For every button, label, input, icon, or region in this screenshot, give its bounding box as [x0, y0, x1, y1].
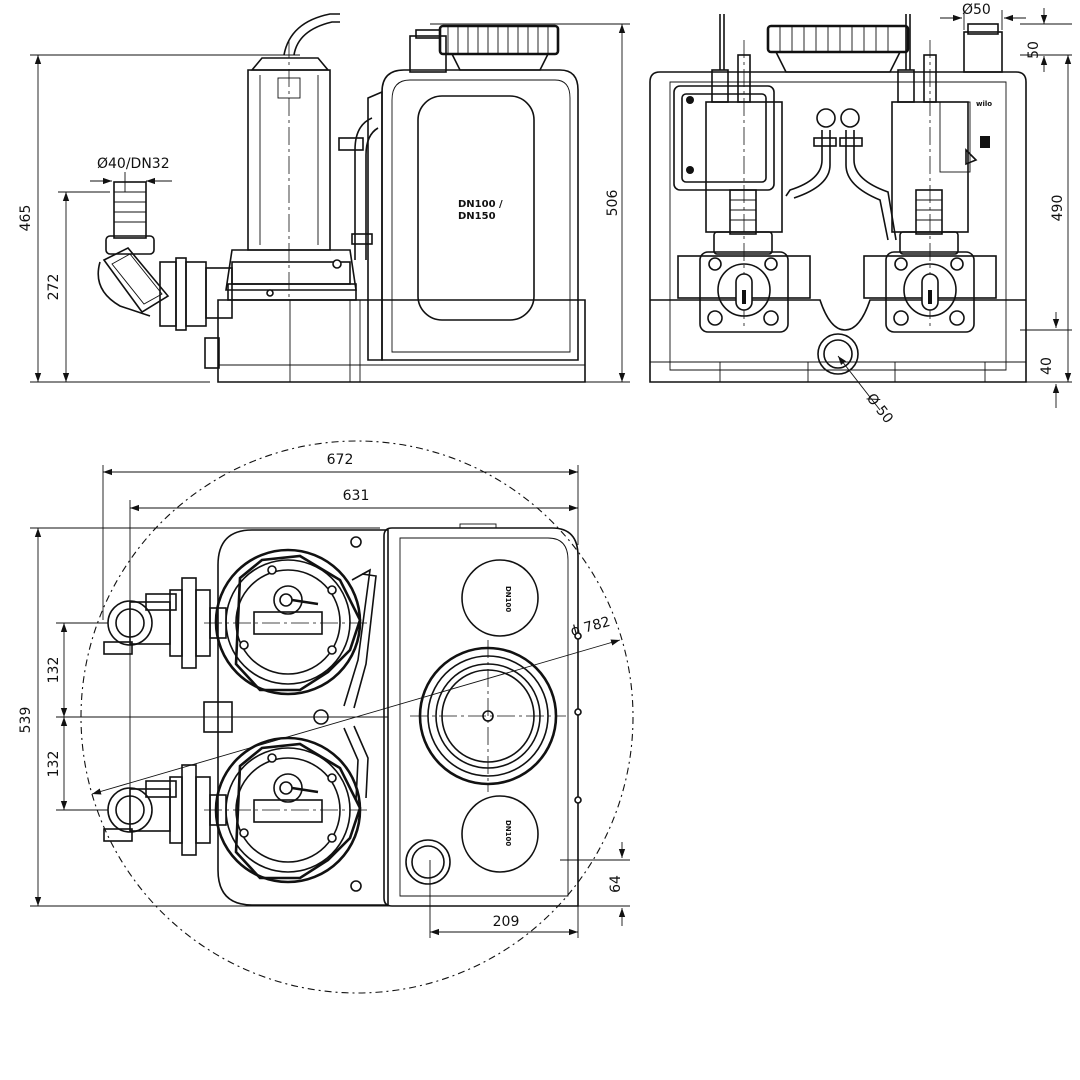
svg-text:Ø40/DN32: Ø40/DN32: [97, 156, 170, 172]
dim-spacing-upper: 132: [46, 623, 68, 717]
svg-text:672: 672: [327, 452, 354, 468]
top-view: 672 631 539 132 132 ϕ 782 64 209: [18, 440, 634, 994]
port-upper: [461, 559, 539, 637]
pump-motor: [225, 13, 357, 301]
svg-text:539: 539: [18, 707, 34, 734]
dim-height: 490: [1050, 55, 1072, 382]
dim-diameter: ϕ 782: [91, 614, 621, 795]
svg-text:Ø50: Ø50: [962, 2, 991, 18]
svg-text:40: 40: [1039, 357, 1055, 375]
front-pump-left: [677, 14, 811, 333]
footprint-circle: [80, 440, 634, 994]
top-pump-lower: [204, 736, 370, 884]
svg-text:506: 506: [605, 190, 621, 217]
tank-lid: [409, 24, 560, 73]
dim-offset: 64: [608, 842, 626, 926]
dim-outlet-position: 209: [430, 914, 578, 936]
dim-tank-height: 506: [605, 24, 626, 382]
svg-text:64: 64: [608, 875, 624, 893]
top-outlet-lower: [103, 764, 227, 856]
svg-text:132: 132: [46, 657, 62, 684]
svg-text:DN100: DN100: [504, 586, 512, 612]
dim-inlet-height: 272: [46, 192, 70, 382]
dim-inlet-diameter: Ø40/DN32: [90, 156, 172, 185]
top-pump-upper: [204, 548, 370, 696]
svg-text:490: 490: [1050, 195, 1066, 222]
dim-top-diameter: Ø50: [940, 2, 1026, 22]
svg-text:DN100: DN100: [504, 820, 512, 846]
dim-depth: 539: [18, 528, 42, 906]
svg-text:631: 631: [343, 488, 370, 504]
svg-text:465: 465: [18, 205, 34, 232]
front-pump-right: [863, 14, 997, 333]
inlet-pipe: [97, 181, 233, 331]
svg-text:Ø 50: Ø 50: [863, 391, 896, 427]
dim-overall-height: 465: [18, 55, 42, 382]
top-tank: DN100 DN100: [383, 523, 582, 907]
top-outlet-upper: [103, 577, 227, 669]
tank-body: DN100 / DN150: [367, 69, 579, 361]
svg-text:272: 272: [46, 274, 62, 301]
svg-text:DN100 /: DN100 /: [458, 199, 503, 210]
dim-width: 631: [130, 488, 578, 512]
dim-bottom-diameter: Ø 50: [837, 355, 896, 427]
dim-bottom-height: 40: [1039, 312, 1060, 408]
dim-top-height: 50: [1026, 8, 1048, 72]
svg-text:50: 50: [1026, 41, 1042, 59]
dim-overall-width: 672: [103, 452, 578, 476]
svg-text:DN150: DN150: [458, 211, 496, 222]
svg-text:132: 132: [46, 751, 62, 778]
svg-text:wilo: wilo: [976, 100, 992, 108]
side-view: 465 272 506 Ø40/DN32 DN: [18, 13, 630, 383]
svg-text:209: 209: [493, 914, 520, 930]
front-view: Ø50 50 490 40 Ø 50: [649, 2, 1072, 427]
port-lower: [461, 795, 539, 873]
dim-spacing-lower: 132: [46, 717, 68, 810]
